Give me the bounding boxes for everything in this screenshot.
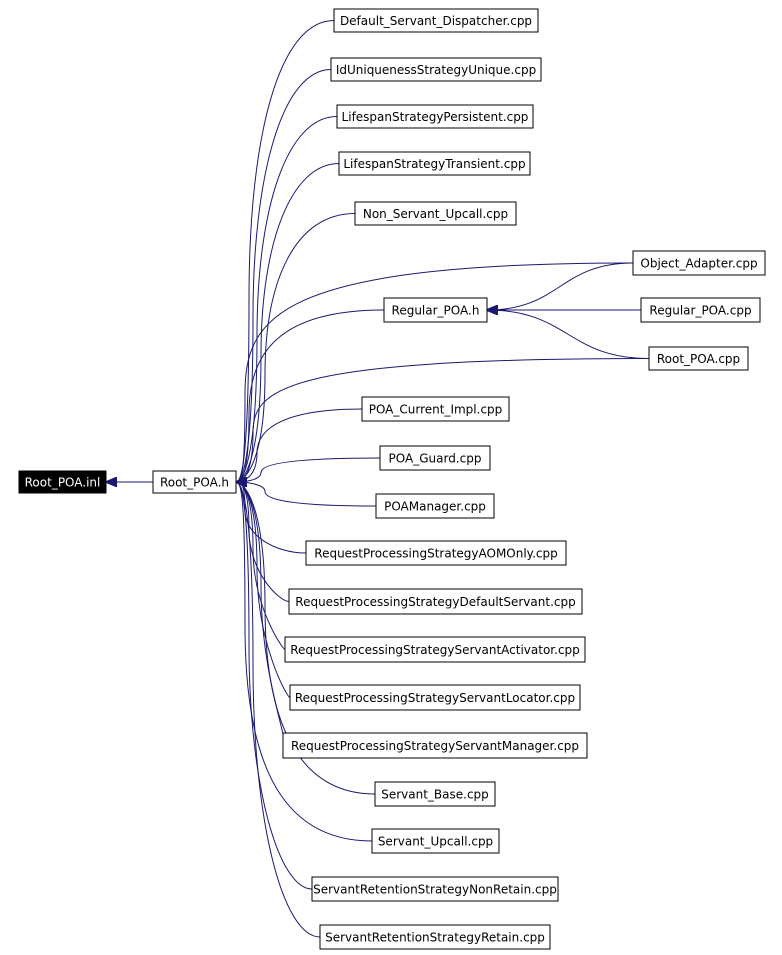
edge-servant_upcall-to-root_poa_h — [236, 482, 373, 842]
node-label: POA_Guard.cpp — [389, 452, 482, 466]
node-box[interactable] — [374, 781, 496, 807]
edge-srs_non_retain-to-root_poa_h — [236, 482, 313, 890]
node-box[interactable] — [282, 732, 588, 759]
node-box[interactable] — [18, 470, 107, 494]
node-root-poa-inl[interactable]: Root_POA.inl — [18, 470, 107, 494]
node-box[interactable] — [361, 396, 510, 422]
node-label: RequestProcessingStrategyAOMOnly.cpp — [314, 547, 557, 561]
edge-poa_guard-to-root_poa_h — [236, 457, 381, 482]
node-label: LifespanStrategyTransient.cpp — [343, 157, 525, 171]
node-rps-default-servant[interactable]: RequestProcessingStrategyDefaultServant.… — [288, 588, 583, 615]
edge-object_adapter-to-regular_poa_h — [487, 262, 634, 310]
node-label: Object_Adapter.cpp — [640, 257, 757, 271]
node-box[interactable] — [152, 470, 237, 494]
node-label: RequestProcessingStrategyServantManager.… — [291, 739, 579, 753]
node-lifespan-transient[interactable]: LifespanStrategyTransient.cpp — [338, 151, 531, 176]
node-label: POA_Current_Impl.cpp — [369, 403, 503, 417]
node-box[interactable] — [288, 588, 583, 615]
edge-non_servant_upcall-to-root_poa_h — [236, 213, 356, 483]
edges-layer — [106, 20, 650, 938]
node-box[interactable] — [336, 104, 534, 129]
node-label: ServantRetentionStrategyRetain.cpp — [325, 931, 545, 945]
edge-regular_poa_h-to-root_poa_h — [236, 309, 385, 482]
node-box[interactable] — [371, 828, 500, 854]
node-box[interactable] — [338, 151, 531, 176]
node-servant-base[interactable]: Servant_Base.cpp — [374, 781, 496, 807]
node-box[interactable] — [330, 57, 542, 82]
node-label: RequestProcessingStrategyServantActivato… — [290, 643, 580, 657]
node-label: RequestProcessingStrategyServantLocator.… — [295, 691, 575, 705]
edge-srs_retain-to-root_poa_h — [236, 482, 321, 938]
node-box[interactable] — [333, 8, 539, 33]
node-rps-servant-manager[interactable]: RequestProcessingStrategyServantManager.… — [282, 732, 588, 759]
node-box[interactable] — [640, 297, 761, 323]
node-regular-poa-h[interactable]: Regular_POA.h — [383, 297, 488, 323]
node-root-poa-cpp[interactable]: Root_POA.cpp — [648, 346, 749, 371]
node-box[interactable] — [375, 493, 495, 519]
node-box[interactable] — [354, 201, 517, 226]
node-label: Regular_POA.cpp — [649, 304, 751, 318]
node-label: Servant_Base.cpp — [381, 788, 489, 802]
node-label: Regular_POA.h — [392, 304, 480, 318]
edge-lifespan_transient-to-root_poa_h — [236, 163, 340, 483]
node-poa-guard[interactable]: POA_Guard.cpp — [379, 445, 491, 471]
node-label: Root_POA.cpp — [657, 352, 740, 366]
node-root-poa-h[interactable]: Root_POA.h — [152, 470, 237, 494]
node-poa-manager[interactable]: POAManager.cpp — [375, 493, 495, 519]
edge-lifespan_persistent-to-root_poa_h — [236, 116, 338, 483]
node-regular-poa-cpp[interactable]: Regular_POA.cpp — [640, 297, 761, 323]
node-object-adapter[interactable]: Object_Adapter.cpp — [632, 250, 766, 276]
node-box[interactable] — [311, 876, 559, 902]
node-servant-upcall[interactable]: Servant_Upcall.cpp — [371, 828, 500, 854]
node-box[interactable] — [379, 445, 491, 471]
edge-root_poa_cpp-to-root_poa_h — [236, 358, 650, 483]
node-rps-servant-locator[interactable]: RequestProcessingStrategyServantLocator.… — [289, 684, 581, 711]
node-rps-servant-activator[interactable]: RequestProcessingStrategyServantActivato… — [284, 636, 586, 663]
node-box[interactable] — [284, 636, 586, 663]
node-box[interactable] — [319, 924, 551, 950]
node-box[interactable] — [383, 297, 488, 323]
node-lifespan-persistent[interactable]: LifespanStrategyPersistent.cpp — [336, 104, 534, 129]
edge-id_uniqueness_unique-to-root_poa_h — [236, 69, 332, 483]
node-label: ServantRetentionStrategyNonRetain.cpp — [313, 883, 557, 897]
edge-poa_current_impl-to-root_poa_h — [236, 408, 363, 482]
edge-object_adapter-to-root_poa_h — [236, 262, 634, 482]
nodes-layer: Root_POA.inl Root_POA.h Default_Servant_Di… — [18, 8, 766, 950]
node-box[interactable] — [632, 250, 766, 276]
node-label: LifespanStrategyPersistent.cpp — [342, 110, 529, 124]
node-id-uniqueness-unique[interactable]: IdUniquenessStrategyUnique.cpp — [330, 57, 542, 82]
node-default-servant-dispatcher[interactable]: Default_Servant_Dispatcher.cpp — [333, 8, 539, 33]
node-label: IdUniquenessStrategyUnique.cpp — [336, 63, 536, 77]
node-srs-retain[interactable]: ServantRetentionStrategyRetain.cpp — [319, 924, 551, 950]
edge-poa_manager-to-root_poa_h — [236, 482, 377, 507]
edge-servant_base-to-root_poa_h — [236, 482, 376, 795]
node-non-servant-upcall[interactable]: Non_Servant_Upcall.cpp — [354, 201, 517, 226]
node-poa-current-impl[interactable]: POA_Current_Impl.cpp — [361, 396, 510, 422]
node-box[interactable] — [289, 684, 581, 711]
node-label: RequestProcessingStrategyDefaultServant.… — [295, 595, 575, 609]
node-label: Default_Servant_Dispatcher.cpp — [340, 14, 532, 28]
node-label: Root_POA.inl — [25, 476, 101, 490]
node-label: Non_Servant_Upcall.cpp — [363, 207, 508, 221]
node-srs-non-retain[interactable]: ServantRetentionStrategyNonRetain.cpp — [311, 876, 559, 902]
node-label: Root_POA.h — [160, 476, 229, 490]
node-rps-aom-only[interactable]: RequestProcessingStrategyAOMOnly.cpp — [305, 540, 567, 566]
node-label: Servant_Upcall.cpp — [378, 835, 493, 849]
node-box[interactable] — [648, 346, 749, 371]
node-label: POAManager.cpp — [384, 500, 486, 514]
edge-rps_servant_locator-to-root_poa_h — [236, 482, 291, 698]
edge-root_poa_cpp-to-regular_poa_h — [487, 310, 650, 359]
node-box[interactable] — [305, 540, 567, 566]
